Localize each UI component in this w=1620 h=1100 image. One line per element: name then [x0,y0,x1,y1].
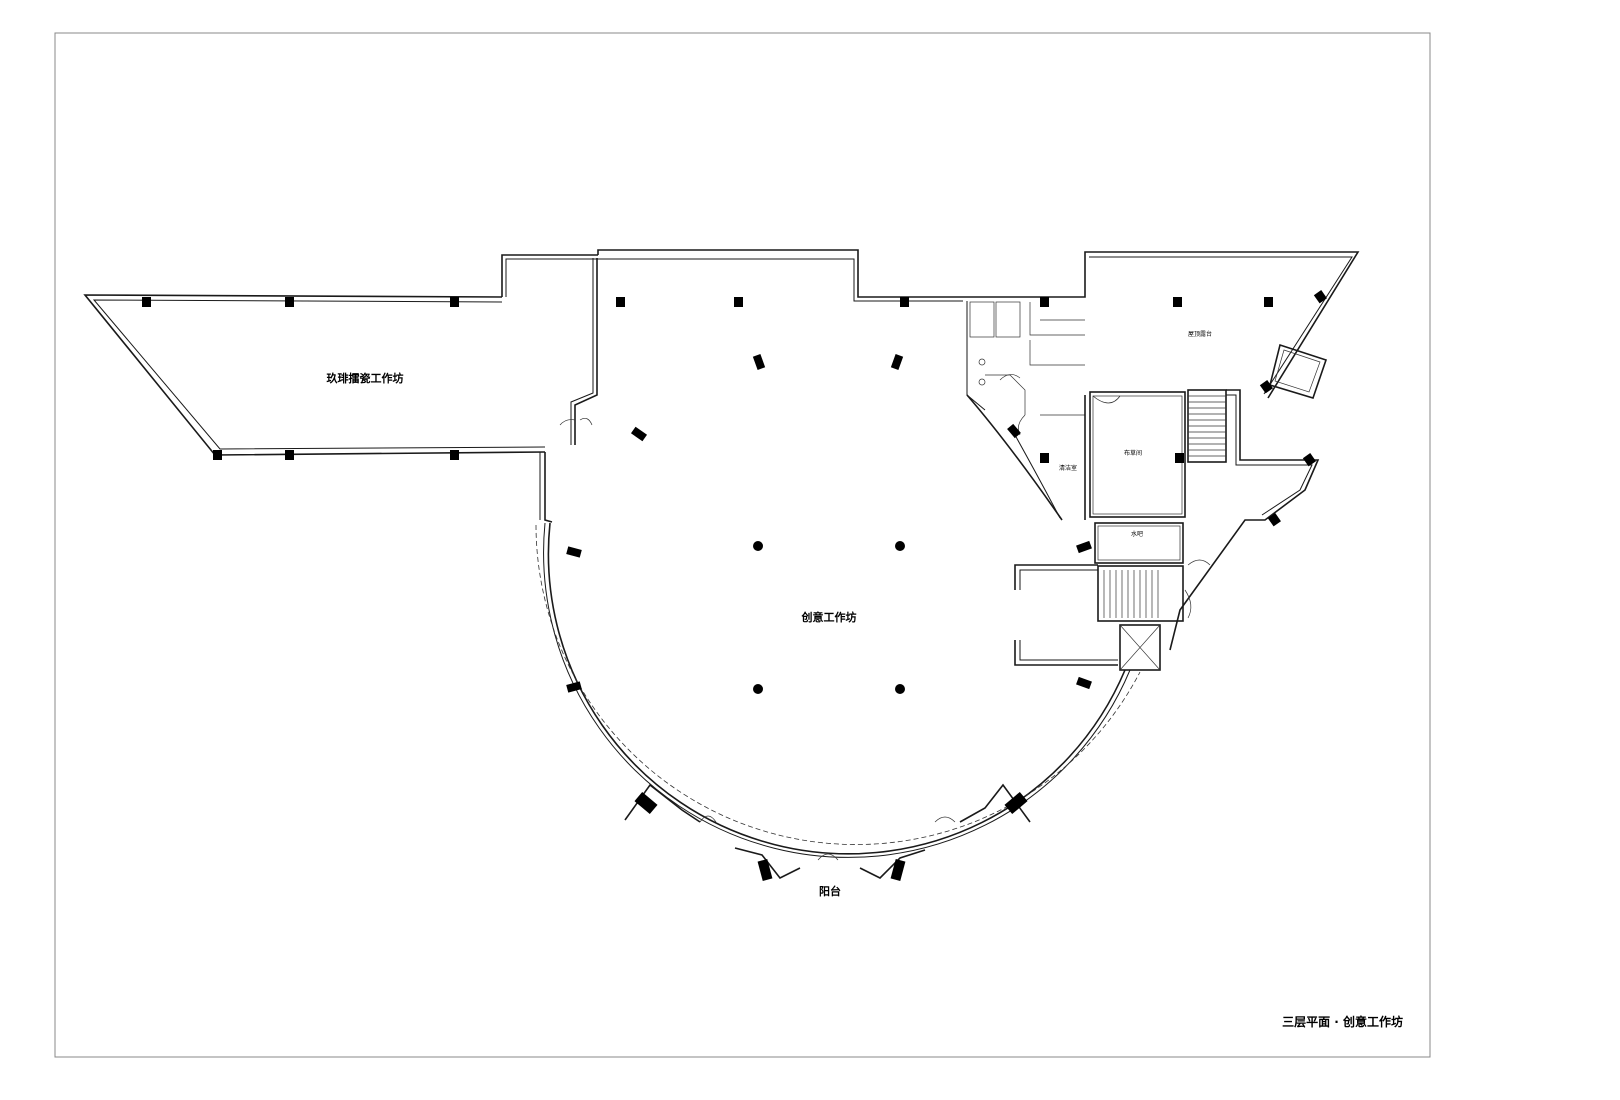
room-label-ceramic-workshop: 玖琲擂瓷工作坊 [327,371,404,385]
right-wing-walls [1014,251,1360,671]
room-label-balcony: 阳台 [819,884,841,898]
drawing-frame [54,32,1431,1058]
room-label-storage: 布草间 [1124,449,1142,457]
ceramic-workshop-walls [83,254,598,523]
room-label-water-bar: 水吧 [1131,530,1143,538]
room-label-creative-workshop: 创意工作坊 [801,610,857,624]
room-label-cleaning: 清洁室 [1059,464,1077,472]
main-hall-walls [597,249,1086,521]
room-label-roof-terrace: 屋顶露台 [1188,330,1212,338]
structural-columns [142,290,1327,881]
drawing-title: 三层平面 · 创意工作坊 [1282,1014,1403,1029]
circular-hall-walls [535,522,1141,880]
stair-treads [1187,389,1227,463]
